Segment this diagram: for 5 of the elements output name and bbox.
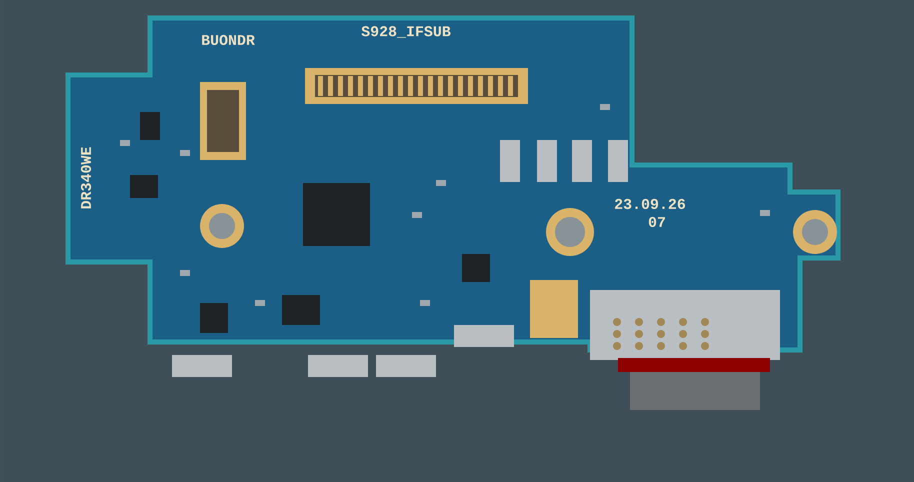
silkscreen-text: 07: [648, 216, 665, 228]
silkscreen-text: DR340WE: [80, 147, 92, 208]
silkscreen-text: S928_IFSUB: [361, 26, 451, 38]
silkscreen-text: 23.09.26: [615, 198, 686, 210]
silkscreen-text: BUONDR: [202, 34, 255, 46]
